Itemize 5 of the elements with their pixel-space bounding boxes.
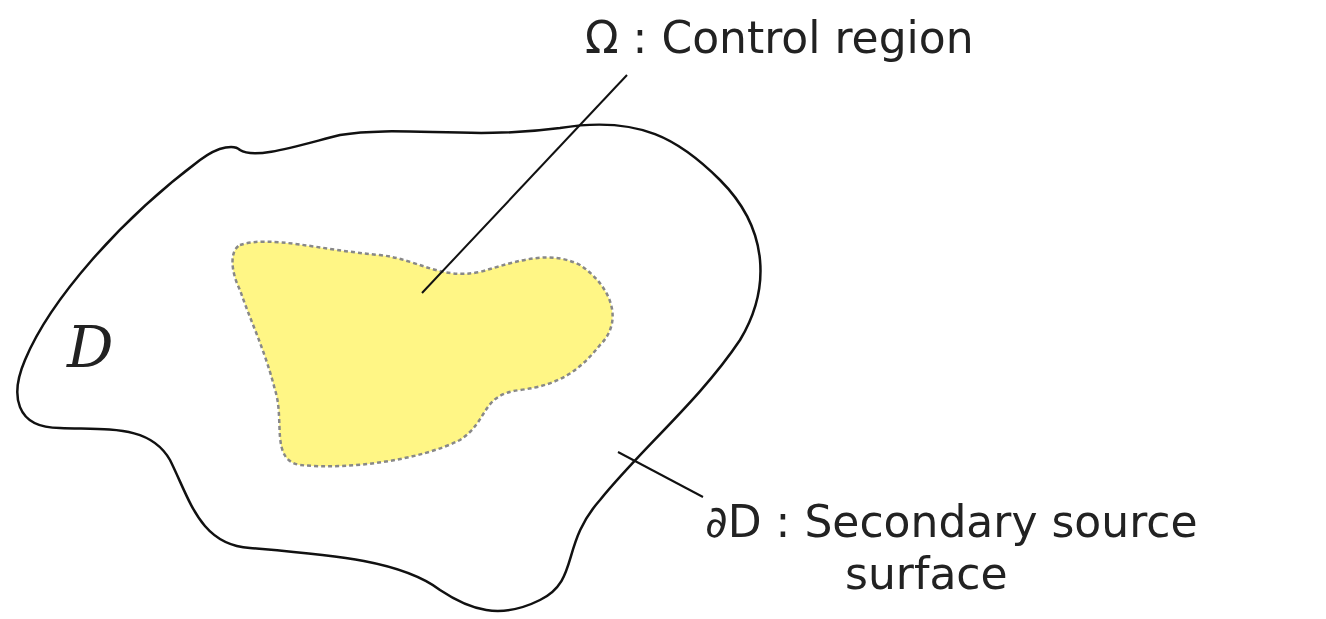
surface-label: ∂D : Secondary source surface (705, 496, 1225, 600)
leader-line (421, 74, 628, 294)
leader-line (617, 451, 704, 498)
region-letter: D (67, 315, 114, 379)
region-label: Ω : Control region (585, 12, 1105, 64)
